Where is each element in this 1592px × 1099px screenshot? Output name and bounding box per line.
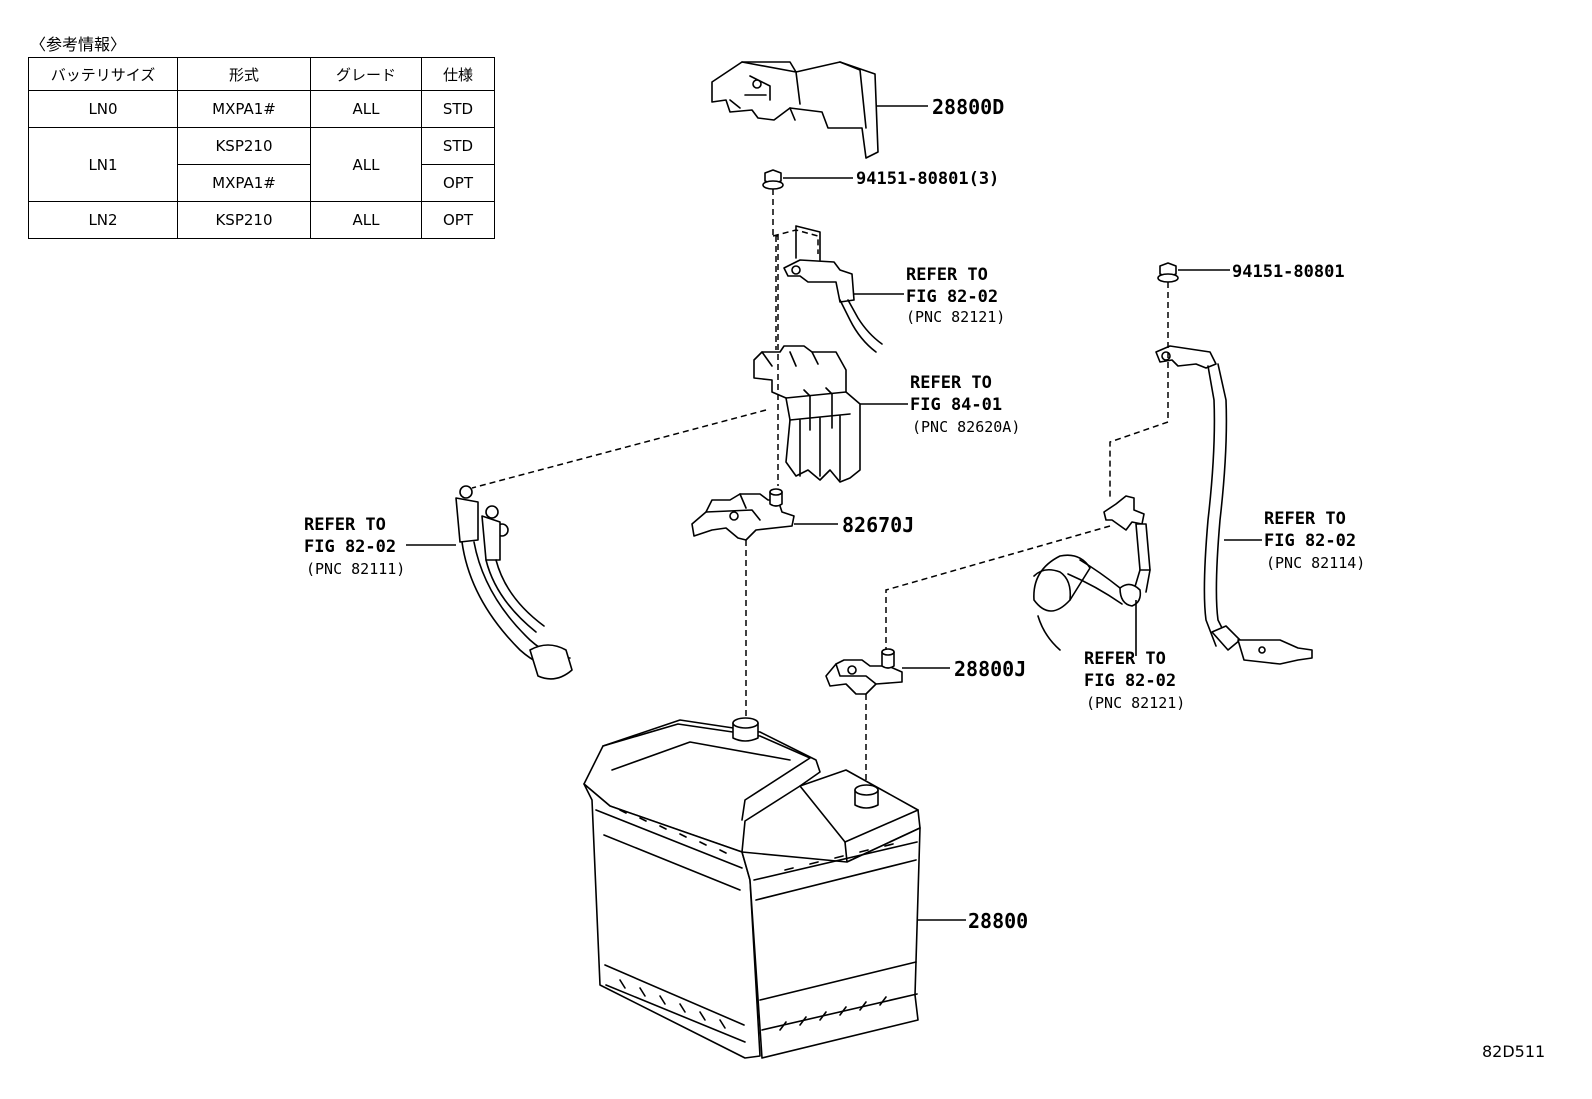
- ref-line3: (PNC 82121): [906, 308, 1005, 326]
- ref-line1: REFER TO: [304, 515, 386, 535]
- ref-line3: (PNC 82111): [306, 560, 405, 578]
- ref-line2: FIG 84-01: [910, 395, 1002, 415]
- positive-terminal-clamp-illustration: [691, 488, 795, 541]
- table-row: LN2 KSP210 ALL OPT: [28, 201, 495, 239]
- header-spec: 仕様: [421, 57, 495, 91]
- ground-cable-illustration: [1155, 345, 1313, 665]
- bolt-top-illustration: [762, 169, 784, 190]
- ref-line1: REFER TO: [906, 265, 988, 285]
- refer-label-82121-upper: REFER TO FIG 82-02 (PNC 82121): [906, 265, 1005, 326]
- cell-model: KSP210: [177, 201, 311, 239]
- ref-line2: FIG 82-02: [906, 287, 998, 307]
- reference-table: バッテリサイズ 形式 グレード 仕様 LN0 MXPA1# ALL STD LN…: [28, 57, 495, 239]
- terminal-cover-illustration: [711, 61, 879, 159]
- refer-label-82121-lower: REFER TO FIG 82-02 (PNC 82121): [1084, 649, 1185, 712]
- negative-cable-illustration: [1033, 495, 1151, 651]
- ref-line3: (PNC 82121): [1086, 694, 1185, 712]
- refer-label-82111: REFER TO FIG 82-02 (PNC 82111): [304, 515, 405, 578]
- cell-size: LN2: [28, 201, 178, 239]
- cell-model: KSP210: [177, 127, 311, 165]
- cell-grade: ALL: [310, 201, 422, 239]
- cell-spec: OPT: [421, 201, 495, 239]
- cell-grade: ALL: [310, 90, 422, 128]
- diagram-code: 82D511: [1482, 1042, 1546, 1061]
- ref-line1: REFER TO: [1084, 649, 1166, 669]
- ref-line1: REFER TO: [1264, 509, 1346, 529]
- label-28800D: 28800D: [932, 95, 1004, 119]
- upper-cable-terminal-illustration: [783, 225, 883, 353]
- ref-line2: FIG 82-02: [1084, 671, 1176, 691]
- label-28800J: 28800J: [954, 657, 1026, 681]
- ref-line2: FIG 82-02: [1264, 531, 1356, 551]
- cell-grade: ALL: [310, 127, 422, 202]
- label-28800: 28800: [968, 909, 1028, 933]
- table-row: LN0 MXPA1# ALL STD: [28, 90, 495, 128]
- ref-line1: REFER TO: [910, 373, 992, 393]
- fuse-block-illustration: [753, 345, 861, 483]
- label-bolt-top: 94151-80801(3): [856, 169, 999, 189]
- table-header-row: バッテリサイズ 形式 グレード 仕様: [28, 57, 495, 91]
- header-model: 形式: [177, 57, 311, 91]
- cell-spec: STD: [421, 127, 495, 165]
- cell-spec: STD: [421, 90, 495, 128]
- ref-line3: (PNC 82620A): [912, 418, 1020, 436]
- header-grade: グレード: [310, 57, 422, 91]
- label-82670J: 82670J: [842, 513, 914, 537]
- reference-title: 〈参考情報〉: [30, 35, 127, 54]
- assembly-dash-lines: [471, 189, 1169, 784]
- ref-line3: (PNC 82114): [1266, 554, 1365, 572]
- left-cable-harness-illustration: [455, 485, 573, 680]
- refer-label-82620A: REFER TO FIG 84-01 (PNC 82620A): [910, 373, 1020, 436]
- battery-illustration: [583, 717, 921, 1059]
- ref-line2: FIG 82-02: [304, 537, 396, 557]
- leader-lines: [406, 105, 1262, 921]
- header-battery-size: バッテリサイズ: [28, 57, 178, 91]
- bolt-right-illustration: [1157, 262, 1179, 283]
- refer-label-82114: REFER TO FIG 82-02 (PNC 82114): [1264, 509, 1365, 572]
- cell-spec: OPT: [421, 164, 495, 202]
- cell-size: LN0: [28, 90, 178, 128]
- negative-terminal-clamp-illustration: [825, 648, 903, 695]
- label-bolt-right: 94151-80801: [1232, 262, 1345, 282]
